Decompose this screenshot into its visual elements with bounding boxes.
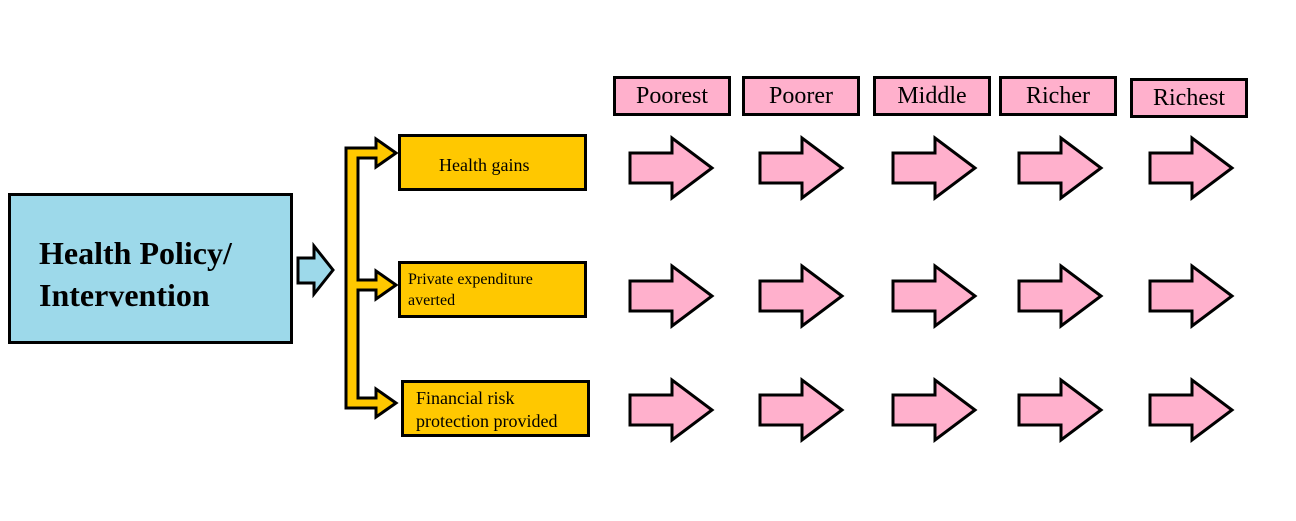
- right-arrow-icon: [758, 135, 845, 201]
- policy-right-arrow-icon: [296, 241, 335, 299]
- outcome-private-expenditure: Private expenditure averted: [398, 261, 587, 318]
- right-arrow-icon: [891, 377, 978, 443]
- right-arrow-icon: [891, 135, 978, 201]
- outcome-label-line1: Private expenditure: [408, 271, 533, 288]
- outcome-label-line2: averted: [408, 292, 456, 309]
- outcome-health-gains: Health gains: [398, 134, 587, 191]
- quintile-poorer: Poorer: [742, 76, 860, 116]
- right-arrow-icon: [1017, 135, 1104, 201]
- policy-box: Health Policy/ Intervention: [8, 193, 293, 344]
- right-arrow-icon: [1017, 377, 1104, 443]
- right-arrow-icon: [628, 135, 715, 201]
- quintile-richest: Richest: [1130, 78, 1248, 118]
- quintile-richer: Richer: [999, 76, 1117, 116]
- quintile-poorest: Poorest: [613, 76, 731, 116]
- right-arrow-icon: [1148, 135, 1235, 201]
- right-arrow-icon: [628, 263, 715, 329]
- right-arrow-icon: [1148, 377, 1235, 443]
- policy-title-line2: Intervention: [39, 277, 210, 313]
- outcome-financial-risk: Financial risk protection provided: [401, 380, 590, 437]
- right-arrow-icon: [758, 377, 845, 443]
- outcome-label: Financial risk protection provided: [416, 387, 591, 433]
- outcome-label-line1: Financial risk: [416, 388, 515, 408]
- right-arrow-icon: [1148, 263, 1235, 329]
- policy-title: Health Policy/ Intervention: [39, 232, 289, 316]
- outcome-label: Health gains: [439, 155, 530, 175]
- outcome-label-line2: protection provided: [416, 411, 558, 431]
- right-arrow-icon: [758, 263, 845, 329]
- policy-title-line1: Health Policy/: [39, 235, 232, 271]
- quintile-middle: Middle: [873, 76, 991, 116]
- right-arrow-icon: [628, 377, 715, 443]
- bracket-arrow-icon: [344, 136, 399, 420]
- right-arrow-icon: [891, 263, 978, 329]
- outcome-label: Private expenditure averted: [408, 269, 583, 311]
- right-arrow-icon: [1017, 263, 1104, 329]
